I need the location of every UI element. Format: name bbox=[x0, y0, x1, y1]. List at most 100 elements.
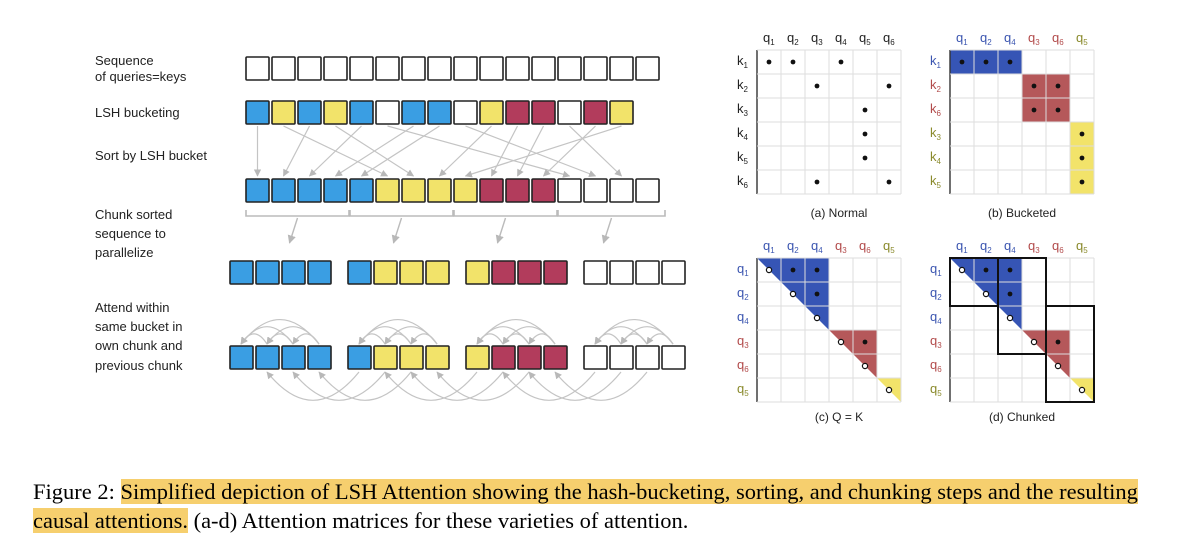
self-attention-dot bbox=[1006, 314, 1014, 322]
sequence-cell bbox=[271, 56, 296, 81]
attend-cell bbox=[399, 345, 424, 370]
sorted-cell bbox=[505, 178, 530, 203]
attention-dot bbox=[1007, 267, 1013, 273]
attend-cell bbox=[281, 345, 306, 370]
attend-cell bbox=[307, 345, 332, 370]
matrix-caption: (a) Normal bbox=[811, 206, 868, 220]
sequence-cell bbox=[583, 56, 608, 81]
col-label: q6 bbox=[1052, 30, 1064, 47]
attention-dot bbox=[814, 83, 820, 89]
attention-arc bbox=[292, 333, 320, 345]
sorted-cell bbox=[375, 178, 400, 203]
label-chunk-2: sequence to bbox=[95, 226, 166, 241]
attention-arc bbox=[502, 371, 596, 401]
self-attention-dot bbox=[1030, 338, 1038, 346]
row-label: k2 bbox=[930, 77, 942, 94]
row-label: q2 bbox=[930, 285, 942, 302]
sorted-cell bbox=[349, 178, 374, 203]
sequence-cell bbox=[401, 56, 426, 81]
chunk-bracket bbox=[453, 210, 558, 217]
attend-cell bbox=[543, 345, 568, 370]
chunk-cell bbox=[661, 260, 686, 285]
col-label: q4 bbox=[1004, 30, 1016, 47]
matrix-caption: (b) Bucketed bbox=[988, 206, 1056, 220]
attend-cell bbox=[635, 345, 660, 370]
attention-dot bbox=[1055, 83, 1061, 89]
row-label: k1 bbox=[737, 53, 749, 70]
sorted-cell bbox=[635, 178, 660, 203]
self-attention-dot bbox=[813, 314, 821, 322]
sorted-cell bbox=[427, 178, 452, 203]
attention-dot bbox=[1007, 59, 1013, 65]
sequence-cell bbox=[557, 56, 582, 81]
col-label: q3 bbox=[1028, 30, 1040, 47]
sorted-cell bbox=[323, 178, 348, 203]
attention-arc bbox=[266, 371, 360, 401]
caption-rest: (a-d) Attention matrices for these varie… bbox=[187, 508, 689, 533]
lsh-cell bbox=[375, 100, 400, 125]
sorted-cell bbox=[271, 178, 296, 203]
row-label: k3 bbox=[930, 125, 942, 142]
row-label: k4 bbox=[737, 125, 749, 142]
label-attend-4: previous chunk bbox=[95, 358, 183, 373]
attention-arc bbox=[292, 371, 386, 401]
self-attention-dot bbox=[861, 362, 869, 370]
lsh-cell bbox=[583, 100, 608, 125]
self-attention-dot bbox=[837, 338, 845, 346]
label-attend-3: own chunk and bbox=[95, 338, 182, 353]
attend-cell bbox=[465, 345, 490, 370]
sort-arrow bbox=[516, 125, 545, 177]
attend-cell bbox=[255, 345, 280, 370]
sort-arrow bbox=[438, 125, 492, 177]
col-label: q3 bbox=[1028, 238, 1040, 255]
row-label: k4 bbox=[930, 149, 942, 166]
attention-dot bbox=[1079, 179, 1085, 185]
attention-dot bbox=[862, 339, 868, 345]
attend-cell bbox=[229, 345, 254, 370]
chunk-cell bbox=[399, 260, 424, 285]
label-attend-1: Attend within bbox=[95, 300, 169, 315]
chunk-cell bbox=[465, 260, 490, 285]
lsh-cell bbox=[271, 100, 296, 125]
attention-dot bbox=[862, 155, 868, 161]
row-label: q1 bbox=[737, 261, 749, 278]
sequence-cell bbox=[427, 56, 452, 81]
chunk-cell bbox=[255, 260, 280, 285]
chunk-cell bbox=[609, 260, 634, 285]
attention-arc bbox=[528, 333, 556, 345]
self-attention-dot bbox=[958, 266, 966, 274]
matrix-caption: (c) Q = K bbox=[815, 410, 863, 424]
label-chunk-1: Chunk sorted bbox=[95, 207, 172, 222]
sort-arrow bbox=[387, 125, 571, 178]
chunk-cell bbox=[229, 260, 254, 285]
chunk-cell bbox=[635, 260, 660, 285]
col-label: q1 bbox=[763, 30, 775, 47]
attention-dot bbox=[766, 59, 772, 65]
sequence-cell bbox=[635, 56, 660, 81]
chunk-arrow bbox=[287, 217, 299, 244]
row-label: q3 bbox=[930, 333, 942, 350]
label-chunk-3: parallelize bbox=[95, 245, 154, 260]
sort-arrow bbox=[542, 125, 596, 177]
self-attention-dot bbox=[789, 290, 797, 298]
lsh-cell bbox=[245, 100, 270, 125]
chunk-bracket bbox=[245, 210, 350, 217]
lsh-cell bbox=[609, 100, 634, 125]
chunk-arrow bbox=[495, 217, 507, 244]
col-label: q4 bbox=[811, 238, 823, 255]
row-label: q2 bbox=[737, 285, 749, 302]
caption-prefix: Figure 2: bbox=[33, 479, 121, 504]
sequence-cell bbox=[453, 56, 478, 81]
lsh-cell bbox=[531, 100, 556, 125]
label-lsh: LSH bucketing bbox=[95, 105, 180, 120]
attention-dot bbox=[959, 59, 965, 65]
label-attend-2: same bucket in bbox=[95, 319, 182, 334]
row-label: q3 bbox=[737, 333, 749, 350]
row-label: k5 bbox=[737, 149, 749, 166]
col-label: q6 bbox=[883, 30, 895, 47]
col-label: q2 bbox=[787, 30, 799, 47]
self-attention-dot bbox=[1078, 386, 1086, 394]
